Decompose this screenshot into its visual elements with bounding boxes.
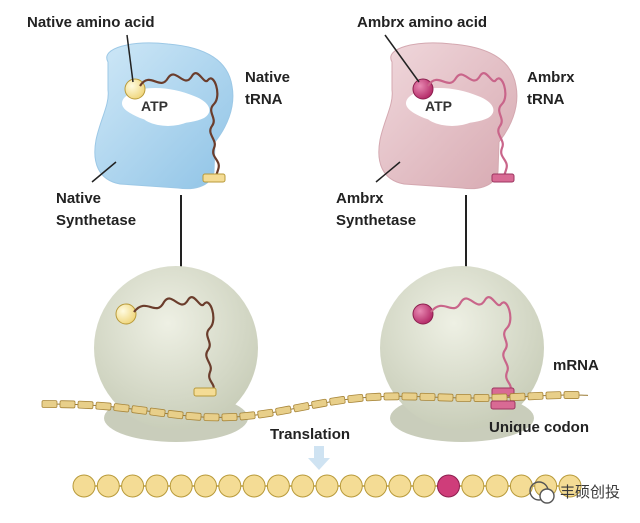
ambrx-trna-label-line2: tRNA xyxy=(527,91,565,108)
mrna-codon xyxy=(347,393,364,404)
protein-bead-ambrx xyxy=(437,474,460,498)
translation-arrow xyxy=(308,446,330,470)
right-ribosome xyxy=(380,266,544,442)
mrna-codon xyxy=(221,412,238,422)
watermark: 丰硕创投 xyxy=(529,481,620,504)
mrna-codon xyxy=(563,391,580,399)
ambrx-synthetase-pointer xyxy=(375,161,401,183)
protein-bead xyxy=(218,474,242,498)
protein-bead xyxy=(291,474,315,498)
mrna-codon xyxy=(95,401,112,411)
ambrx-synthetase-label-line1: Ambrx xyxy=(336,190,384,207)
native-trna xyxy=(139,72,220,177)
protein-bead xyxy=(72,474,96,498)
protein-bead xyxy=(121,474,145,498)
protein-bead xyxy=(509,474,533,498)
ribosome-ambrx-trna xyxy=(430,296,512,393)
protein-bead xyxy=(364,474,388,498)
mrna-codon xyxy=(329,396,346,406)
mrna-codon xyxy=(41,400,58,408)
ambrx-trna-anticodon xyxy=(491,173,515,183)
native-amino-acid-ball xyxy=(124,78,146,100)
translation-label: Translation xyxy=(270,426,350,443)
protein-bead xyxy=(194,474,217,498)
mrna-codon xyxy=(545,391,562,400)
mrna-codon xyxy=(401,392,418,401)
native-synthetase xyxy=(94,42,234,190)
mrna-codon xyxy=(149,407,166,418)
unique-codon-mark xyxy=(490,400,516,410)
mrna-codon xyxy=(419,392,436,402)
ambrx-synthetase-label-line2: Synthetase xyxy=(336,212,416,229)
mrna-codon xyxy=(365,392,382,402)
protein-bead xyxy=(558,474,582,498)
mrna-codon xyxy=(527,391,544,401)
watermark-text: 丰硕创投 xyxy=(560,484,620,501)
unique-codon-label: Unique codon xyxy=(489,419,589,436)
ribosome-native-amino-acid xyxy=(115,303,137,325)
ribosome-ambrx-amino-acid xyxy=(412,303,434,325)
ambrx-trna xyxy=(427,72,508,177)
mrna-codon xyxy=(59,400,76,409)
native-trna-label-line2: tRNA xyxy=(245,91,283,108)
protein-bead xyxy=(461,474,485,498)
mrna-codon xyxy=(383,392,400,401)
native-synthetase-label-line2: Synthetase xyxy=(56,212,136,229)
mrna-codon xyxy=(509,392,526,402)
protein-bead xyxy=(339,474,363,498)
native-amino-acid-pointer xyxy=(126,34,134,83)
protein-bead xyxy=(242,474,266,498)
mrna-codon xyxy=(491,393,508,402)
mrna-codon xyxy=(437,393,454,402)
native-amino-acid-label: Native amino acid xyxy=(27,14,155,31)
mrna-codon xyxy=(455,393,472,402)
mrna-label: mRNA xyxy=(553,357,599,374)
atp-label-right: ATP xyxy=(425,98,452,114)
ribosome-native-anticodon xyxy=(193,387,217,397)
mrna-codon xyxy=(257,408,274,419)
mrna-codon xyxy=(311,398,328,409)
native-synthetase-pointer xyxy=(91,161,117,183)
ambrx-amino-acid-ball xyxy=(412,78,434,100)
protein-bead xyxy=(96,474,120,498)
atp-label-left: ATP xyxy=(141,98,168,114)
mrna-codon xyxy=(275,405,292,416)
mrna-codon xyxy=(131,405,148,415)
mrna-codon xyxy=(293,402,310,413)
ribosome-native-trna xyxy=(133,296,215,393)
native-synthetase-label-line1: Native xyxy=(56,190,101,207)
native-trna-anticodon xyxy=(202,173,226,183)
protein-bead xyxy=(315,474,339,498)
protein-bead xyxy=(266,474,290,498)
mrna-codon xyxy=(113,403,130,413)
mrna-codon xyxy=(239,411,256,421)
mrna-codon xyxy=(167,410,184,420)
mrna-codon xyxy=(203,413,220,422)
mrna-codon xyxy=(77,400,94,410)
protein-bead xyxy=(169,474,193,498)
protein-bead xyxy=(485,474,509,498)
mrna-codon xyxy=(473,394,490,402)
protein-chain xyxy=(72,474,582,498)
native-trna-label-line1: Native xyxy=(245,69,290,86)
ambrx-synthetase xyxy=(378,42,518,190)
ambrx-amino-acid-label: Ambrx amino acid xyxy=(357,14,487,31)
mrna-codon xyxy=(185,411,202,421)
ambrx-amino-acid-pointer xyxy=(384,34,420,83)
ambrx-trna-label-line1: Ambrx xyxy=(527,69,575,86)
protein-bead xyxy=(145,474,169,498)
mrna-strand xyxy=(41,391,589,422)
protein-bead xyxy=(412,474,436,498)
protein-bead xyxy=(388,474,412,498)
